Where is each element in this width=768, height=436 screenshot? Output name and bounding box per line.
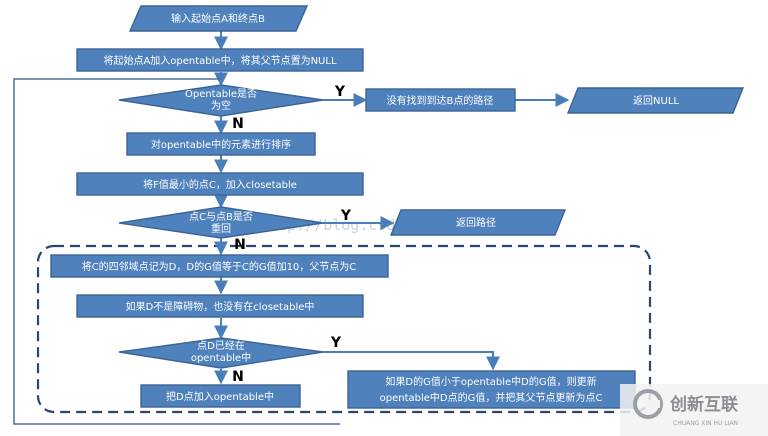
return-path-label: 返回路径 [456, 216, 496, 229]
pick-min-node [76, 172, 364, 196]
pick-min-label: 将F值最小的点C，加入closetable [143, 178, 297, 191]
not-found-node [365, 88, 516, 112]
neighbors-node [50, 254, 389, 278]
check-obstacle-label: 如果D不是障碍物，也没有在closetable中 [126, 300, 315, 313]
yes-label-in-open: Y [330, 335, 342, 351]
start-label: 输入起始点A和终点B [171, 12, 265, 25]
init-label: 将起始点A加入opentable中，将其父节点置为NULL [103, 54, 336, 67]
check-goal-label-line1: 点C与点B是否 [189, 211, 253, 223]
sort-label: 对opentable中的元素进行排序 [151, 138, 291, 151]
neighbors-label: 将C的四邻域点记为D，D的G值等于C的G值加10，父节点为C [82, 260, 357, 273]
edge-in-open-yes [323, 351, 500, 371]
logo-subtitle: CHUANG XIN HU LIAN [673, 420, 738, 427]
yes-branch-edges [323, 93, 570, 371]
yes-label-empty: Y [334, 84, 346, 100]
sort-node [126, 132, 316, 156]
check-goal-label-line2: 重回 [211, 222, 231, 235]
update-g-node [347, 370, 636, 409]
add-open-label: 把D点加入opentable中 [166, 390, 274, 403]
init-node [76, 48, 364, 72]
check-in-open-label-line2: opentable中 [191, 351, 251, 364]
check-goal-decision [118, 206, 324, 239]
no-label-goal: N [234, 237, 246, 253]
check-empty-label-line1: Opentable是否 [185, 88, 257, 100]
check-in-open-decision [118, 337, 324, 369]
yes-label-goal: Y [340, 208, 352, 224]
update-g-label-line2: opentable中D点的G值，并把其父节点更新为点C [380, 391, 603, 404]
loop-back-edge [13, 78, 340, 425]
brand-logo: 创新互联 CHUANG XIN HU LIAN [620, 384, 768, 436]
return-null-label: 返回NULL [633, 95, 679, 107]
logo-icon [633, 389, 663, 419]
loop-region [36, 244, 652, 414]
no-label-empty: N [232, 116, 244, 132]
check-obstacle-node [76, 294, 364, 318]
not-found-label: 没有找到到达B点的路径 [387, 94, 494, 107]
return-null-node [566, 87, 745, 114]
check-empty-label-line2: 为空 [211, 99, 231, 112]
start-node [128, 5, 309, 32]
add-open-node [140, 384, 301, 408]
check-in-open-label-line1: 点D已经在 [197, 339, 245, 352]
update-g-label-line1: 如果D的G值小于opentable中D的G值，则更新 [385, 375, 596, 388]
no-label-in-open: N [232, 369, 244, 385]
return-path-node [389, 209, 567, 236]
check-empty-decision [118, 84, 324, 117]
logo-name: 创新互联 [669, 394, 738, 415]
